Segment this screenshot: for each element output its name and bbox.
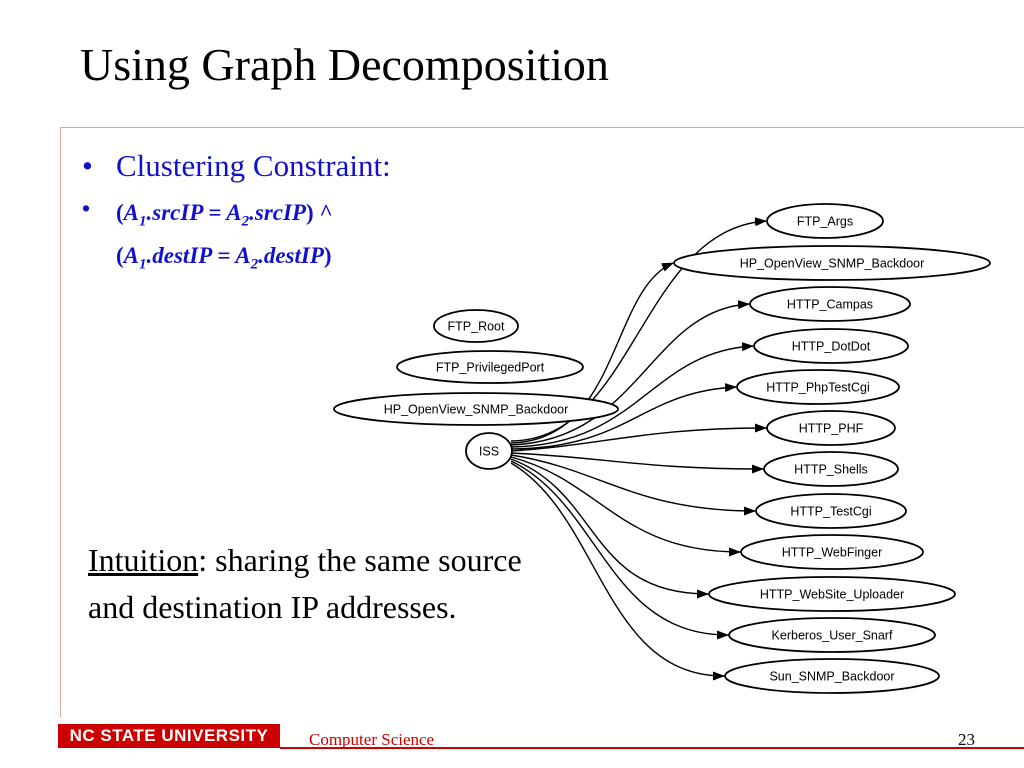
node-http-website-uploader: HTTP_WebSite_Uploader: [708, 576, 956, 612]
footer-rule: [280, 747, 1024, 749]
node-hp-openview-snmp-backdoor: HP_OpenView_SNMP_Backdoor: [673, 245, 991, 281]
node-http-phptestcgi-label: HTTP_PhpTestCgi: [766, 381, 870, 395]
node-ftp-root-left-label: FTP_Root: [448, 320, 505, 334]
edge-iss-to-hp-openview-snmp-backdoor: [510, 262, 674, 444]
node-ftp-args-shape: [766, 203, 884, 239]
bullet-clustering: • Clustering Constraint:: [82, 148, 391, 184]
bullet-clustering-text: Clustering Constraint:: [116, 148, 391, 183]
node-kerberos-user-snarf-shape: [728, 617, 936, 653]
node-http-campas-label: HTTP_Campas: [787, 298, 873, 312]
node-kerberos-user-snarf: Kerberos_User_Snarf: [728, 617, 936, 653]
graph-edges: [510, 217, 767, 681]
node-sun-snmp-backdoor-shape: [724, 658, 940, 694]
constraint-expression: (A1.srcIP = A2.srcIP) ^ (A1.destIP = A2.…: [116, 196, 333, 281]
node-hp-openview-snmp-backdoor-left: HP_OpenView_SNMP_Backdoor: [333, 392, 619, 426]
node-http-shells: HTTP_Shells: [763, 451, 899, 487]
node-http-webfinger-shape: [740, 534, 924, 570]
node-http-webfinger: HTTP_WebFinger: [740, 534, 924, 570]
graph-nodes: ISSFTP_RootFTP_PrivilegedPortHP_OpenView…: [333, 203, 991, 694]
node-http-testcgi-label: HTTP_TestCgi: [790, 505, 871, 519]
node-http-shells-label: HTTP_Shells: [794, 463, 868, 477]
bullet-dot: •: [82, 196, 91, 221]
edge-iss-to-http-webfinger: [510, 456, 741, 557]
node-http-phf-label: HTTP_PHF: [799, 422, 864, 436]
constraint-line-1: (A1.srcIP = A2.srcIP) ^: [116, 200, 333, 230]
edge-iss-to-http-phptestcgi: [510, 383, 737, 450]
node-http-campas-shape: [749, 286, 911, 322]
node-ftp-privilegedport-left-label: FTP_PrivilegedPort: [436, 361, 545, 375]
node-sun-snmp-backdoor: Sun_SNMP_Backdoor: [724, 658, 940, 694]
node-http-dotdot: HTTP_DotDot: [753, 328, 909, 364]
node-http-testcgi: HTTP_TestCgi: [755, 493, 907, 529]
footer-department: Computer Science: [309, 730, 435, 749]
edge-iss-to-http-campas: [510, 300, 750, 446]
edge-iss-to-http-dotdot: [510, 342, 754, 448]
node-hp-openview-snmp-backdoor-left-label: HP_OpenView_SNMP_Backdoor: [384, 403, 569, 417]
node-hp-openview-snmp-backdoor-label: HP_OpenView_SNMP_Backdoor: [740, 257, 925, 271]
edge-iss-to-http-testcgi: [510, 454, 756, 516]
bullet-dot: •: [82, 148, 93, 183]
node-iss-shape: [465, 432, 513, 470]
node-http-phptestcgi-shape: [736, 369, 900, 405]
node-http-campas: HTTP_Campas: [749, 286, 911, 322]
intuition-label: Intuition: [88, 542, 199, 578]
node-ftp-privilegedport-left: FTP_PrivilegedPort: [396, 350, 584, 384]
node-hp-openview-snmp-backdoor-left-shape: [333, 392, 619, 426]
node-http-phf-shape: [766, 410, 896, 446]
node-http-website-uploader-shape: [708, 576, 956, 612]
node-kerberos-user-snarf-label: Kerberos_User_Snarf: [772, 629, 893, 643]
node-http-dotdot-label: HTTP_DotDot: [792, 340, 871, 354]
bullet-constraint: • (A1.srcIP = A2.srcIP) ^ (A1.destIP = A…: [82, 196, 391, 281]
node-http-webfinger-label: HTTP_WebFinger: [782, 546, 883, 560]
edge-iss-to-http-shells: [510, 452, 764, 474]
intuition-body: : sharing the same source and destinatio…: [88, 542, 522, 625]
node-http-testcgi-shape: [755, 493, 907, 529]
node-ftp-privilegedport-left-shape: [396, 350, 584, 384]
left-divider: [60, 127, 61, 717]
node-http-phptestcgi: HTTP_PhpTestCgi: [736, 369, 900, 405]
intuition-text: Intuition: sharing the same source and d…: [88, 537, 528, 631]
node-http-website-uploader-label: HTTP_WebSite_Uploader: [760, 588, 904, 602]
node-sun-snmp-backdoor-label: Sun_SNMP_Backdoor: [769, 670, 894, 684]
edge-iss-to-kerberos-user-snarf: [510, 460, 729, 640]
ncsu-logo: NC STATE UNIVERSITY: [58, 724, 280, 748]
constraint-line-2: (A1.destIP = A2.destIP): [116, 242, 332, 273]
edge-iss-to-ftp-args: [510, 217, 767, 442]
node-hp-openview-snmp-backdoor-shape: [673, 245, 991, 281]
edge-iss-to-http-website-uploader: [510, 458, 709, 599]
node-ftp-args: FTP_Args: [766, 203, 884, 239]
node-ftp-args-label: FTP_Args: [797, 215, 853, 229]
node-iss-label: ISS: [479, 445, 499, 459]
node-http-phf: HTTP_PHF: [766, 410, 896, 446]
node-ftp-root-left-shape: [433, 309, 519, 343]
node-ftp-root-left: FTP_Root: [433, 309, 519, 343]
edge-iss-to-sun-snmp-backdoor: [510, 462, 725, 681]
edge-iss-to-http-phf: [510, 423, 767, 452]
bullet-list: • Clustering Constraint: • (A1.srcIP = A…: [82, 148, 391, 281]
node-iss: ISS: [465, 432, 513, 470]
slide-title: Using Graph Decomposition: [80, 39, 609, 90]
node-http-dotdot-shape: [753, 328, 909, 364]
title-divider: [60, 127, 1024, 128]
page-number: 23: [958, 730, 975, 749]
node-http-shells-shape: [763, 451, 899, 487]
